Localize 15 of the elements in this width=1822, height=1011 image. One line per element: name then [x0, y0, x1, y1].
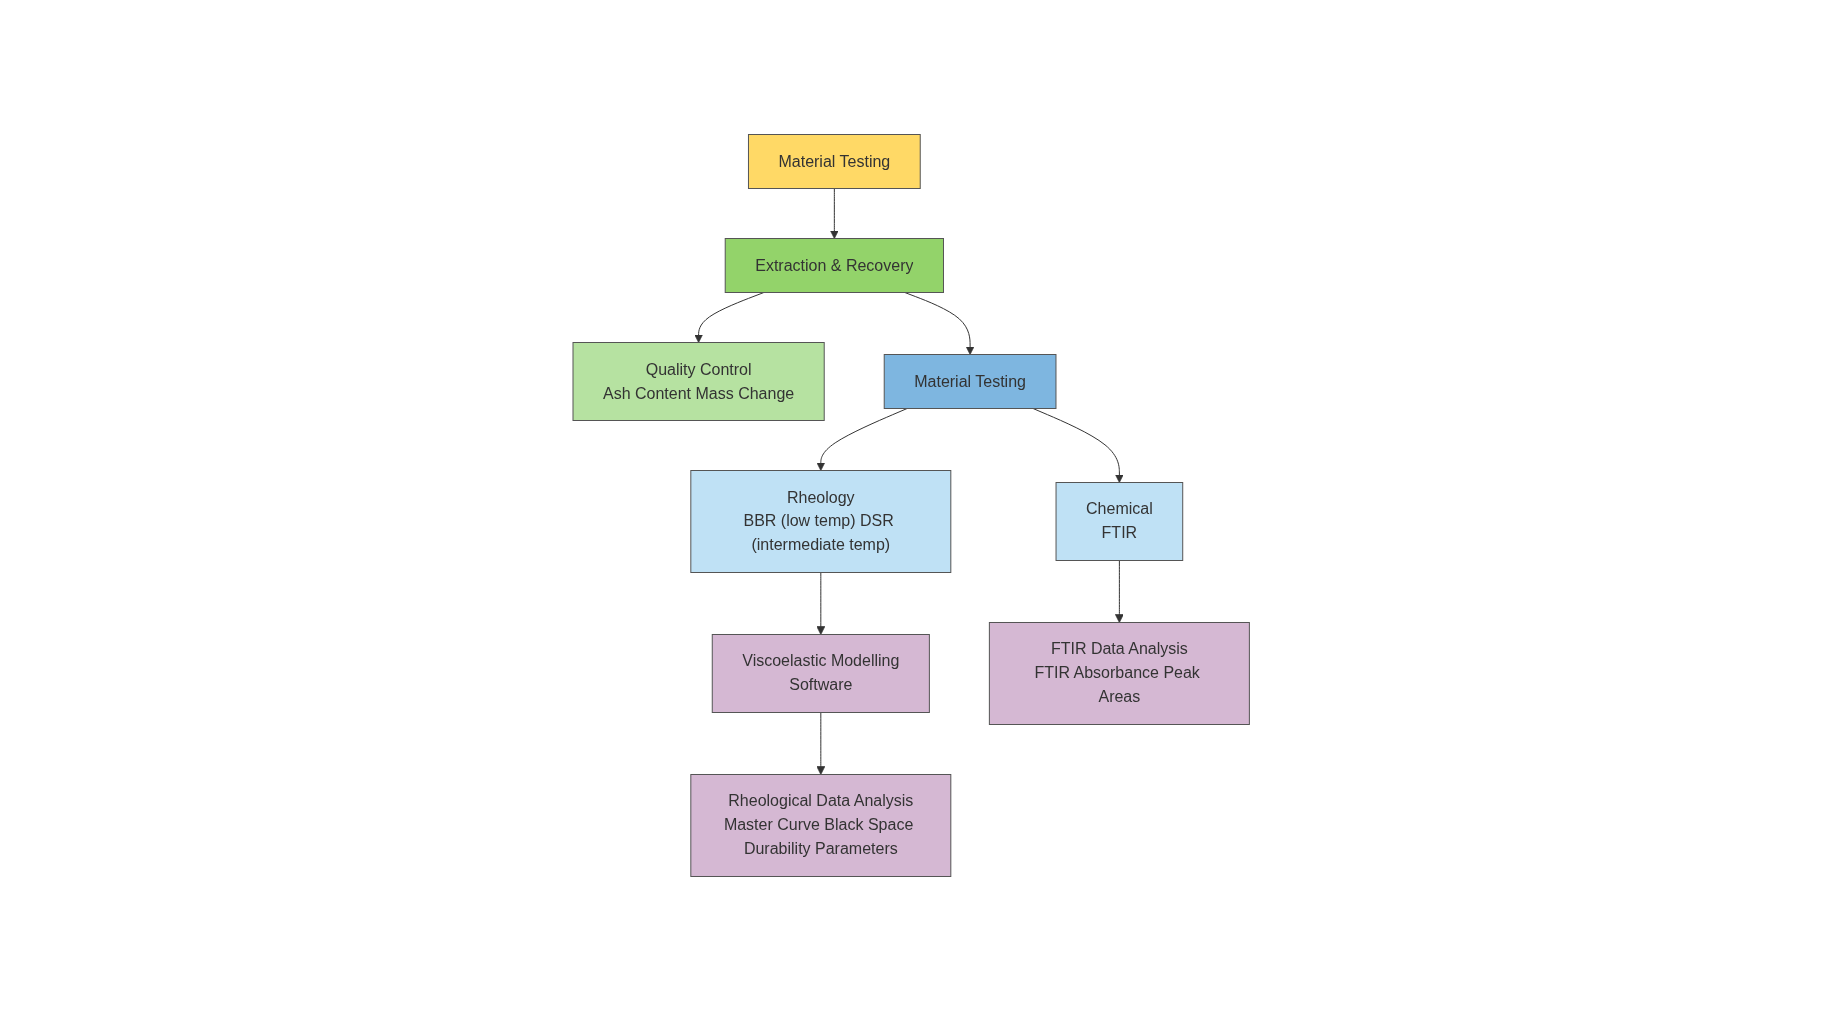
node-box: Material Testing — [747, 134, 921, 189]
node-box: Chemical FTIR — [1055, 482, 1184, 561]
node-box: Extraction & Recovery — [724, 238, 944, 293]
arrow — [816, 712, 826, 775]
node-box: Rheological Data Analysis Master Curve Black Space Durability Parameters — [690, 774, 952, 877]
node-box: Viscoelastic Modelling Software — [711, 634, 930, 713]
arrow — [816, 408, 908, 471]
node-box: Rheology BBR (low temp) DSR (intermediate temp) — [690, 470, 952, 573]
arrow — [1032, 408, 1124, 483]
arrow — [1114, 560, 1124, 623]
node-box: FTIR Data Analysis FTIR Absorbance Peak Areas — [988, 622, 1250, 725]
arrow — [829, 188, 839, 239]
node-box: Material Testing — [883, 354, 1057, 409]
arrow — [816, 572, 826, 635]
node-box: Quality Control Ash Content Mass Change — [572, 342, 825, 421]
